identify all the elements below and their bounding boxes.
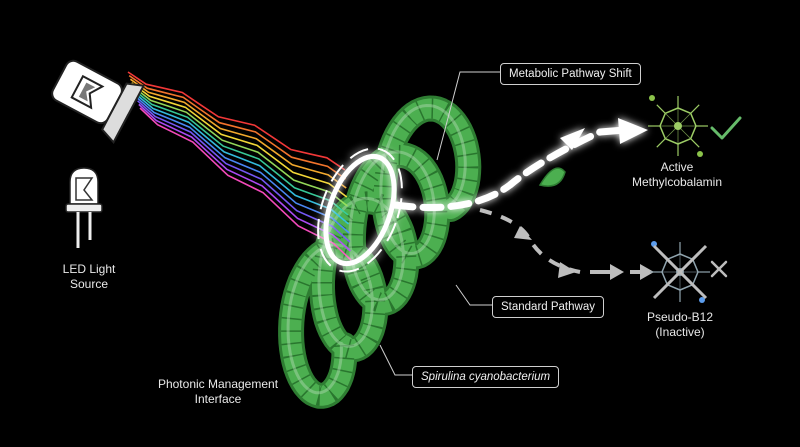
spirulina-fragment	[538, 167, 566, 187]
inactive-cross-icon	[710, 260, 728, 278]
light-beam	[132, 85, 348, 207]
light-beam	[137, 100, 351, 243]
spirulina-coil	[278, 95, 566, 409]
callout-leaders	[379, 71, 500, 376]
photonic-interface-label: Photonic Management Interface	[157, 377, 279, 406]
photonic-interface-ring	[317, 147, 403, 273]
light-beam	[127, 71, 346, 171]
active-methylcobalamin-label: Active Methylcobalamin	[631, 160, 723, 189]
light-beam	[139, 107, 352, 261]
pseudo-b12-label: Pseudo-B12 (Inactive)	[646, 310, 714, 339]
standard-pathway-arrow	[479, 208, 654, 280]
light-beam	[131, 82, 348, 198]
light-beam	[133, 89, 349, 216]
check-icon	[710, 116, 742, 140]
active-pathway-arrow	[391, 118, 648, 211]
light-beam	[134, 92, 350, 225]
led-flashlight-icon	[51, 59, 146, 145]
pseudo-b12-molecule-icon	[650, 241, 710, 303]
spectrum-light-beams	[127, 71, 352, 261]
spirulina-callout: Spirulina cyanobacterium	[412, 366, 560, 388]
methylcobalamin-molecule-icon	[648, 95, 708, 157]
light-beam	[128, 74, 347, 180]
standard-pathway-callout: Standard Pathway	[492, 296, 604, 318]
metabolic-shift-callout: Metabolic Pathway Shift	[500, 63, 641, 85]
light-beam	[129, 78, 347, 189]
led-source-label: LED Light Source	[62, 262, 116, 291]
spirulina-highlight	[286, 103, 467, 395]
led-component-icon	[65, 167, 103, 248]
light-beam	[135, 96, 350, 234]
light-beam	[138, 103, 351, 252]
